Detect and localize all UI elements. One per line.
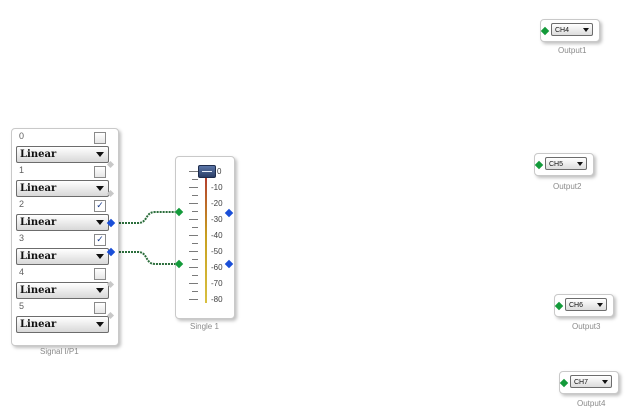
channel-checkbox-2[interactable]: ✓ — [94, 200, 106, 212]
single-fader-block[interactable]: 0 -10 -20 -30 -40 -50 -60 -70 -80 — [175, 156, 235, 319]
output-block-3[interactable]: CH6 — [554, 294, 614, 317]
fader-scale-label: -50 — [211, 247, 223, 256]
output-caption-3: Output3 — [572, 322, 601, 331]
fader-scale-label: -60 — [211, 263, 223, 272]
chevron-down-icon — [583, 28, 589, 32]
fader-tick — [189, 299, 198, 300]
fader-tick — [189, 171, 198, 172]
wire-ch2-to-fader — [113, 211, 178, 224]
fader-tick — [192, 291, 198, 292]
fader-tick — [189, 235, 198, 236]
fader-tick — [189, 283, 198, 284]
fader-tick — [192, 243, 198, 244]
chevron-down-icon — [577, 162, 583, 166]
channel-mode-value: Linear — [20, 285, 57, 296]
output-caption-4: Output4 — [577, 399, 606, 408]
output-channel-select-4[interactable]: CH7 — [570, 375, 612, 388]
chevron-down-icon — [96, 288, 104, 293]
fader-knob[interactable] — [198, 165, 216, 178]
channel-checkbox-0[interactable] — [94, 132, 106, 144]
channel-number: 5 — [19, 301, 25, 311]
fader-tick — [192, 275, 198, 276]
channel-row-4: 4 Linear — [12, 267, 118, 301]
chevron-down-icon — [96, 186, 104, 191]
channel-checkbox-4[interactable] — [94, 268, 106, 280]
fader-scale-label: -30 — [211, 215, 223, 224]
channel-number: 2 — [19, 199, 25, 209]
fader-scale-label: -80 — [211, 295, 223, 304]
output-channel-select-1[interactable]: CH4 — [551, 23, 593, 36]
fader-tick — [192, 259, 198, 260]
channel-mode-select-5[interactable]: Linear — [16, 316, 109, 333]
chevron-down-icon — [602, 380, 608, 384]
channel-row-0: 0 Linear — [12, 131, 118, 165]
fader-tick — [192, 227, 198, 228]
fader-tick — [192, 211, 198, 212]
channel-row-2: 2 ✓ Linear — [12, 199, 118, 233]
output-block-1[interactable]: CH4 — [540, 19, 600, 42]
channel-checkbox-5[interactable] — [94, 302, 106, 314]
chevron-down-icon — [96, 322, 104, 327]
fader-scale-label: -20 — [211, 199, 223, 208]
output-channel-select-3[interactable]: CH6 — [565, 298, 607, 311]
channel-checkbox-1[interactable] — [94, 166, 106, 178]
channel-mode-select-2[interactable]: Linear — [16, 214, 109, 231]
fader-scale-label: -10 — [211, 183, 223, 192]
channel-number: 3 — [19, 233, 25, 243]
chevron-down-icon — [597, 303, 603, 307]
fader-scale-label: -70 — [211, 279, 223, 288]
channel-mode-value: Linear — [20, 217, 57, 228]
output-caption-1: Output1 — [558, 46, 587, 55]
fader-scale-label: -40 — [211, 231, 223, 240]
channel-mode-value: Linear — [20, 149, 57, 160]
fader-tick — [192, 179, 198, 180]
fader-tick — [189, 267, 198, 268]
output-channel-select-2[interactable]: CH5 — [545, 157, 587, 170]
channel-mode-select-3[interactable]: Linear — [16, 248, 109, 265]
output-channel-value: CH5 — [549, 161, 564, 168]
fader-tick — [189, 219, 198, 220]
fader-block-caption: Single 1 — [190, 322, 219, 331]
channel-row-3: 3 ✓ Linear — [12, 233, 118, 267]
fader-track — [205, 169, 207, 303]
chevron-down-icon — [96, 220, 104, 225]
fader-tick — [189, 187, 198, 188]
output-channel-value: CH6 — [569, 302, 584, 309]
fader-scale-label: 0 — [217, 167, 222, 176]
channel-checkbox-3[interactable]: ✓ — [94, 234, 106, 246]
channel-mode-value: Linear — [20, 251, 57, 262]
channel-number: 4 — [19, 267, 25, 277]
output-channel-value: CH7 — [574, 379, 589, 386]
output-caption-2: Output2 — [553, 182, 582, 191]
channel-mode-select-0[interactable]: Linear — [16, 146, 109, 163]
output-channel-value: CH4 — [555, 27, 570, 34]
channel-row-1: 1 Linear — [12, 165, 118, 199]
channel-number: 1 — [19, 165, 25, 175]
fader-tick — [189, 203, 198, 204]
chevron-down-icon — [96, 152, 104, 157]
channel-mode-select-4[interactable]: Linear — [16, 282, 109, 299]
signal-input-block[interactable]: 0 Linear 1 Linear 2 ✓ Linear 3 ✓ — [11, 128, 119, 346]
signal-block-caption: Signal I/P1 — [40, 347, 79, 356]
channel-row-5: 5 Linear — [12, 301, 118, 335]
channel-mode-select-1[interactable]: Linear — [16, 180, 109, 197]
output-block-4[interactable]: CH7 — [559, 371, 619, 394]
channel-mode-value: Linear — [20, 319, 57, 330]
channel-number: 0 — [19, 131, 25, 141]
chevron-down-icon — [96, 254, 104, 259]
output-block-2[interactable]: CH5 — [534, 153, 594, 176]
fader-tick — [192, 195, 198, 196]
fader-tick — [189, 251, 198, 252]
channel-mode-value: Linear — [20, 183, 57, 194]
wire-ch3-to-fader — [113, 251, 178, 265]
